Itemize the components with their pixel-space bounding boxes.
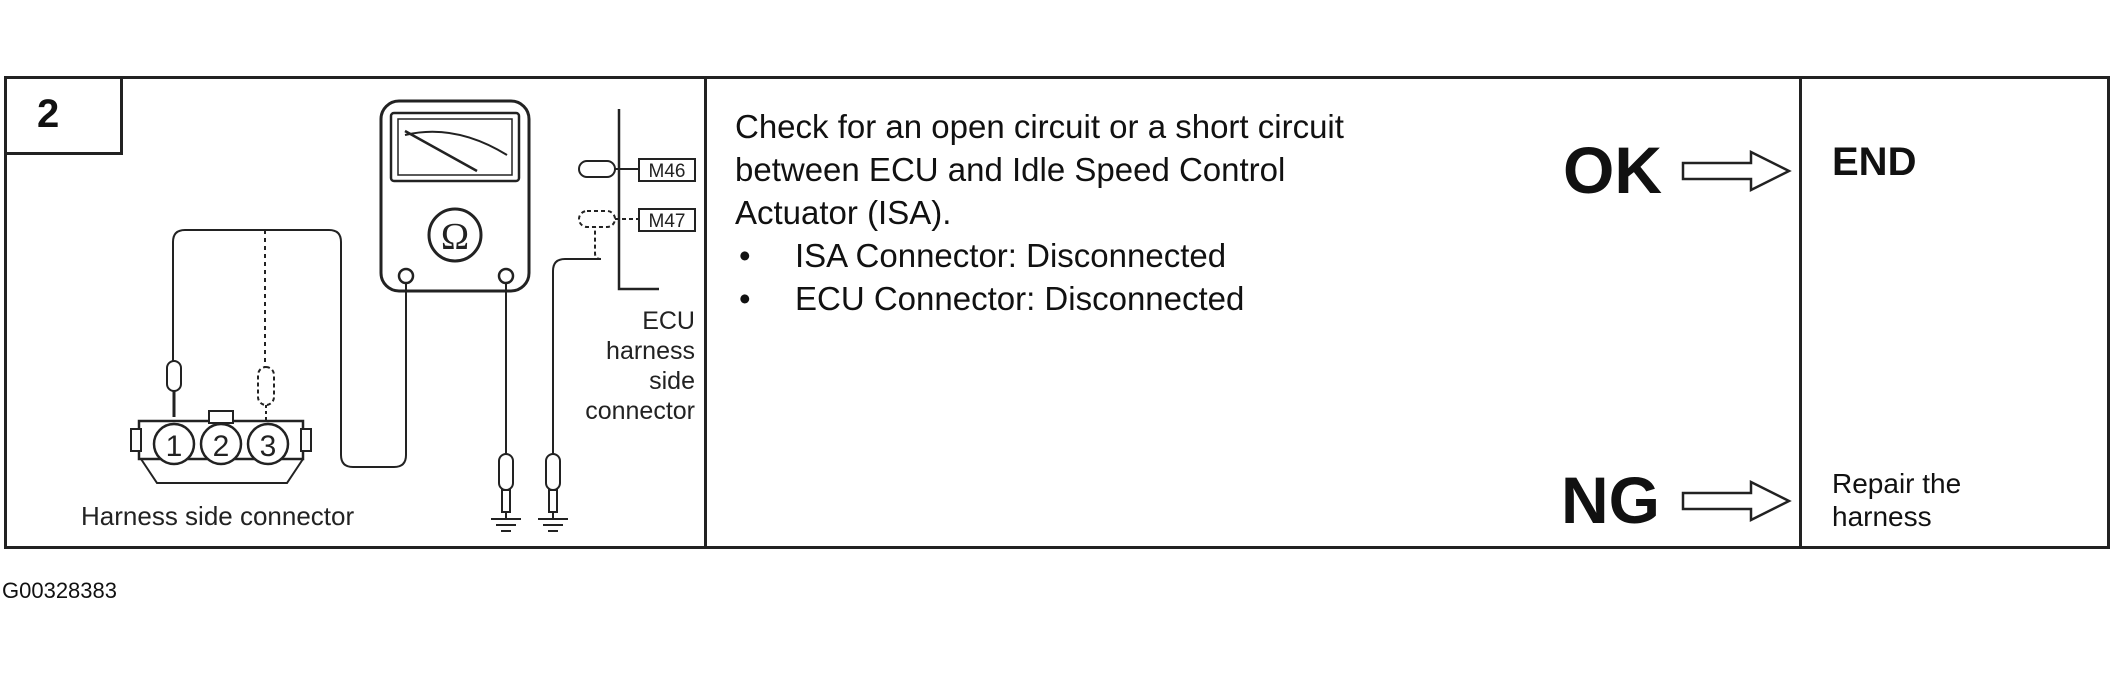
- ecu-connector-m47: [638, 208, 696, 232]
- ohmmeter-wiring-diagram: Ω 1 2 3 Harness side connector: [81, 99, 696, 532]
- bullet-item: • ISA Connector: Disconnected: [735, 234, 1344, 277]
- ohmmeter-left-terminal: [397, 267, 415, 285]
- ecu-probe-m46: [578, 160, 616, 178]
- ng-action-line-1: Repair the: [1832, 468, 1962, 499]
- ecu-probe-m47: [578, 210, 616, 228]
- ecu-connector-m46: [638, 158, 696, 182]
- ok-action-end: END: [1832, 140, 1917, 184]
- ecu-label-line-4: connector: [585, 397, 695, 425]
- harness-connector-latch: [208, 410, 234, 424]
- ng-arrow-icon: [1681, 479, 1792, 523]
- ecu-connector-m46-label: M46: [649, 161, 686, 182]
- harness-pin-3: [246, 422, 290, 466]
- bullet-item: • ECU Connector: Disconnected: [735, 277, 1344, 320]
- harness-pin-2-label: 2: [213, 430, 230, 463]
- ng-action-line-2: harness: [1832, 501, 1932, 532]
- check-line-2: between ECU and Idle Speed Control: [735, 151, 1286, 188]
- ground-probe-ecu: [545, 453, 561, 491]
- check-line-3: Actuator (ISA).: [735, 194, 952, 231]
- harness-connector-label: Harness side connector: [81, 501, 354, 531]
- ecu-lead-to-ground: [552, 258, 601, 454]
- ok-label: OK: [1563, 133, 1662, 207]
- meter-lead-to-pin-1: [172, 229, 407, 468]
- ok-arrow-icon: [1681, 149, 1792, 193]
- bullet-text-ecu: ECU Connector: Disconnected: [795, 280, 1245, 317]
- ohmmeter-right-terminal: [497, 267, 515, 285]
- ohm-dial-circle: [427, 207, 483, 263]
- check-description-cell: Check for an open circuit or a short cir…: [707, 79, 1802, 546]
- bullet-text-isa: ISA Connector: Disconnected: [795, 237, 1227, 274]
- harness-pin-2: [199, 422, 243, 466]
- probe-pin-3: [257, 366, 275, 406]
- bullet-symbol: •: [739, 280, 751, 317]
- ground-probe-meter: [498, 453, 514, 491]
- figure-id: G00328383: [2, 578, 117, 603]
- diagram-cell: 2 Ω: [7, 79, 707, 546]
- harness-pin-3-label: 3: [260, 430, 277, 463]
- ohmmeter-dial-window: [389, 111, 521, 183]
- check-bullet-list: • ISA Connector: Disconnected • ECU Conn…: [735, 234, 1344, 320]
- check-line-1: Check for an open circuit or a short cir…: [735, 108, 1344, 145]
- ng-action-repair: Repair the harness: [1832, 467, 2032, 533]
- procedure-step-table: 2 Ω: [4, 76, 2110, 549]
- ecu-connector-bracket: [617, 109, 659, 291]
- step-number: 2: [7, 79, 123, 155]
- ecu-label-line-2: harness: [606, 337, 695, 365]
- result-cell: END Repair the harness: [1802, 79, 2107, 546]
- bullet-symbol: •: [739, 237, 751, 274]
- harness-pin-1-label: 1: [166, 430, 183, 463]
- ohm-symbol: Ω: [441, 216, 469, 258]
- probe-pin-1: [166, 360, 182, 392]
- ecu-label-line-3: side: [649, 367, 695, 395]
- ohmmeter-needle: [404, 129, 478, 173]
- check-description: Check for an open circuit or a short cir…: [735, 105, 1344, 320]
- ecu-connector-m47-label: M47: [649, 211, 686, 232]
- harness-pin-1: [152, 422, 196, 466]
- ecu-label-line-1: ECU: [642, 307, 695, 335]
- ng-label: NG: [1561, 463, 1660, 537]
